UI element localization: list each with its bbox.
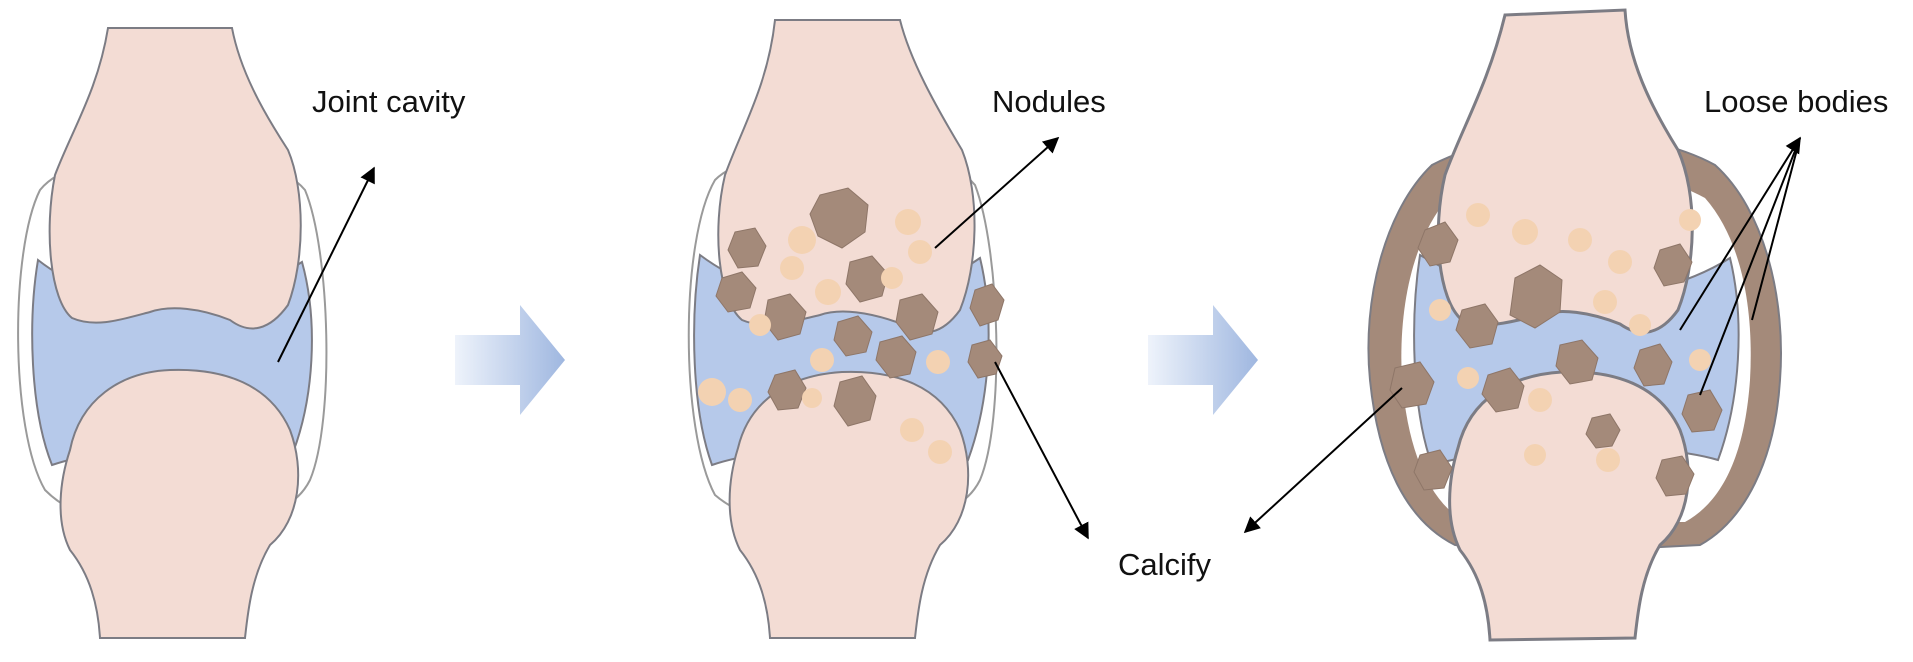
- nodule: [1457, 367, 1479, 389]
- nodule: [780, 256, 804, 280]
- calcify-pointer-right: [1243, 387, 1403, 534]
- nodule: [969, 283, 1005, 327]
- loose-bodies-label: Loose bodies: [1704, 84, 1888, 119]
- nodule: [833, 315, 873, 357]
- nodule: [810, 348, 834, 372]
- nodule: [1655, 455, 1695, 497]
- nodule: [1689, 349, 1711, 371]
- nodules-joint: Nodules: [687, 19, 1106, 639]
- nodule: [1568, 228, 1592, 252]
- nodule: [895, 209, 921, 235]
- nodule: [1413, 449, 1453, 491]
- lower-bone: [59, 368, 300, 639]
- dark-nodules: [1389, 221, 1723, 497]
- joint-cavity-label: Joint cavity: [312, 84, 466, 119]
- nodule: [1417, 221, 1459, 267]
- nodule: [1524, 444, 1546, 466]
- loose-bodies-pointer-1: [1679, 136, 1801, 331]
- nodule: [815, 279, 841, 305]
- nodule: [1466, 203, 1490, 227]
- nodule: [1608, 250, 1632, 274]
- nodule: [715, 271, 757, 313]
- loose-bodies-joint: Loose bodies: [1243, 8, 1888, 642]
- nodules-pointer: [934, 136, 1060, 249]
- joint-cavity-pointer: [277, 166, 375, 363]
- nodule: [1633, 343, 1673, 387]
- light-nodules: [698, 209, 952, 464]
- nodule: [1681, 389, 1723, 433]
- progression-arrow-1: [455, 305, 565, 415]
- nodule: [1653, 243, 1693, 287]
- nodule: [698, 378, 726, 406]
- nodule: [788, 226, 816, 254]
- nodule: [802, 388, 822, 408]
- nodule: [1528, 388, 1552, 412]
- upper-bone: [48, 27, 302, 330]
- nodule: [1555, 339, 1599, 385]
- nodule: [749, 314, 771, 336]
- nodule: [881, 267, 903, 289]
- nodule: [727, 227, 767, 269]
- nodule: [895, 293, 939, 341]
- dark-nodules: [715, 187, 1005, 427]
- nodule: [1585, 413, 1621, 449]
- nodule: [875, 335, 917, 379]
- nodule: [1389, 361, 1435, 409]
- nodule: [1596, 448, 1620, 472]
- light-nodules: [1429, 203, 1711, 472]
- nodule: [926, 350, 950, 374]
- nodule: [1481, 367, 1525, 413]
- loose-bodies-pointer-3: [1751, 137, 1801, 321]
- nodule: [767, 369, 807, 411]
- nodule: [728, 388, 752, 412]
- nodule: [1429, 299, 1451, 321]
- nodule: [1629, 314, 1651, 336]
- nodule: [967, 339, 1003, 379]
- upper-bone: [1436, 8, 1694, 334]
- calcify-pointer-left: [994, 361, 1089, 540]
- nodule: [833, 375, 877, 427]
- lower-bone: [1448, 370, 1690, 642]
- nodule: [900, 418, 924, 442]
- upper-bone: [717, 19, 976, 334]
- loose-bodies-pointer-2: [1699, 137, 1801, 396]
- nodules-label: Nodules: [992, 84, 1106, 119]
- nodule: [809, 187, 869, 249]
- nodule: [928, 440, 952, 464]
- nodule: [1593, 290, 1617, 314]
- nodule: [1512, 219, 1538, 245]
- calcify-label: Calcify: [1118, 547, 1212, 582]
- progression-arrow-2: [1148, 305, 1258, 415]
- nodule: [908, 240, 932, 264]
- nodule: [1509, 264, 1563, 329]
- nodule: [845, 255, 889, 303]
- nodule: [1679, 209, 1701, 231]
- normal-joint: Joint cavity: [17, 27, 466, 639]
- nodule: [1455, 303, 1499, 349]
